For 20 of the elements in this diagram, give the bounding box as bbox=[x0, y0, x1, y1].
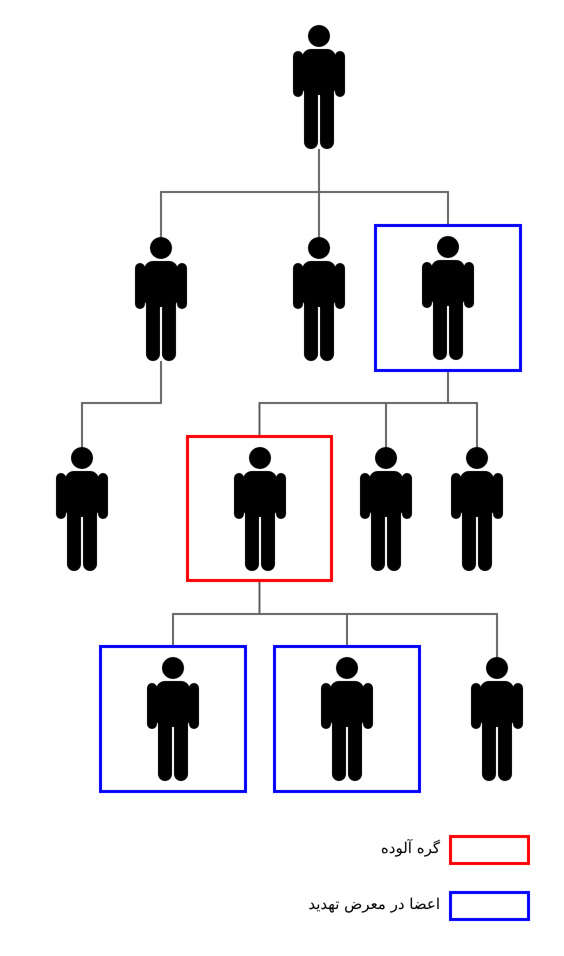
highlight-box bbox=[374, 224, 522, 372]
person-icon bbox=[422, 236, 474, 360]
connector-line bbox=[318, 149, 449, 224]
person-icon bbox=[293, 25, 345, 149]
person-icon bbox=[147, 657, 199, 781]
person-icon bbox=[293, 237, 345, 361]
person-icon bbox=[135, 237, 187, 361]
connector-line bbox=[258, 582, 498, 657]
person-icon bbox=[471, 657, 523, 781]
person-icon bbox=[360, 447, 412, 571]
legend-label: اعضا در معرض تهدید bbox=[308, 895, 440, 913]
person-icon bbox=[234, 447, 286, 571]
person-icon bbox=[56, 447, 108, 571]
legend-label: گره آلوده bbox=[380, 839, 440, 857]
highlight-box bbox=[186, 435, 333, 582]
person-icon bbox=[451, 447, 503, 571]
person-icon bbox=[321, 657, 373, 781]
connector-line bbox=[81, 361, 162, 447]
highlight-box bbox=[99, 645, 247, 793]
highlight-box bbox=[273, 645, 421, 793]
